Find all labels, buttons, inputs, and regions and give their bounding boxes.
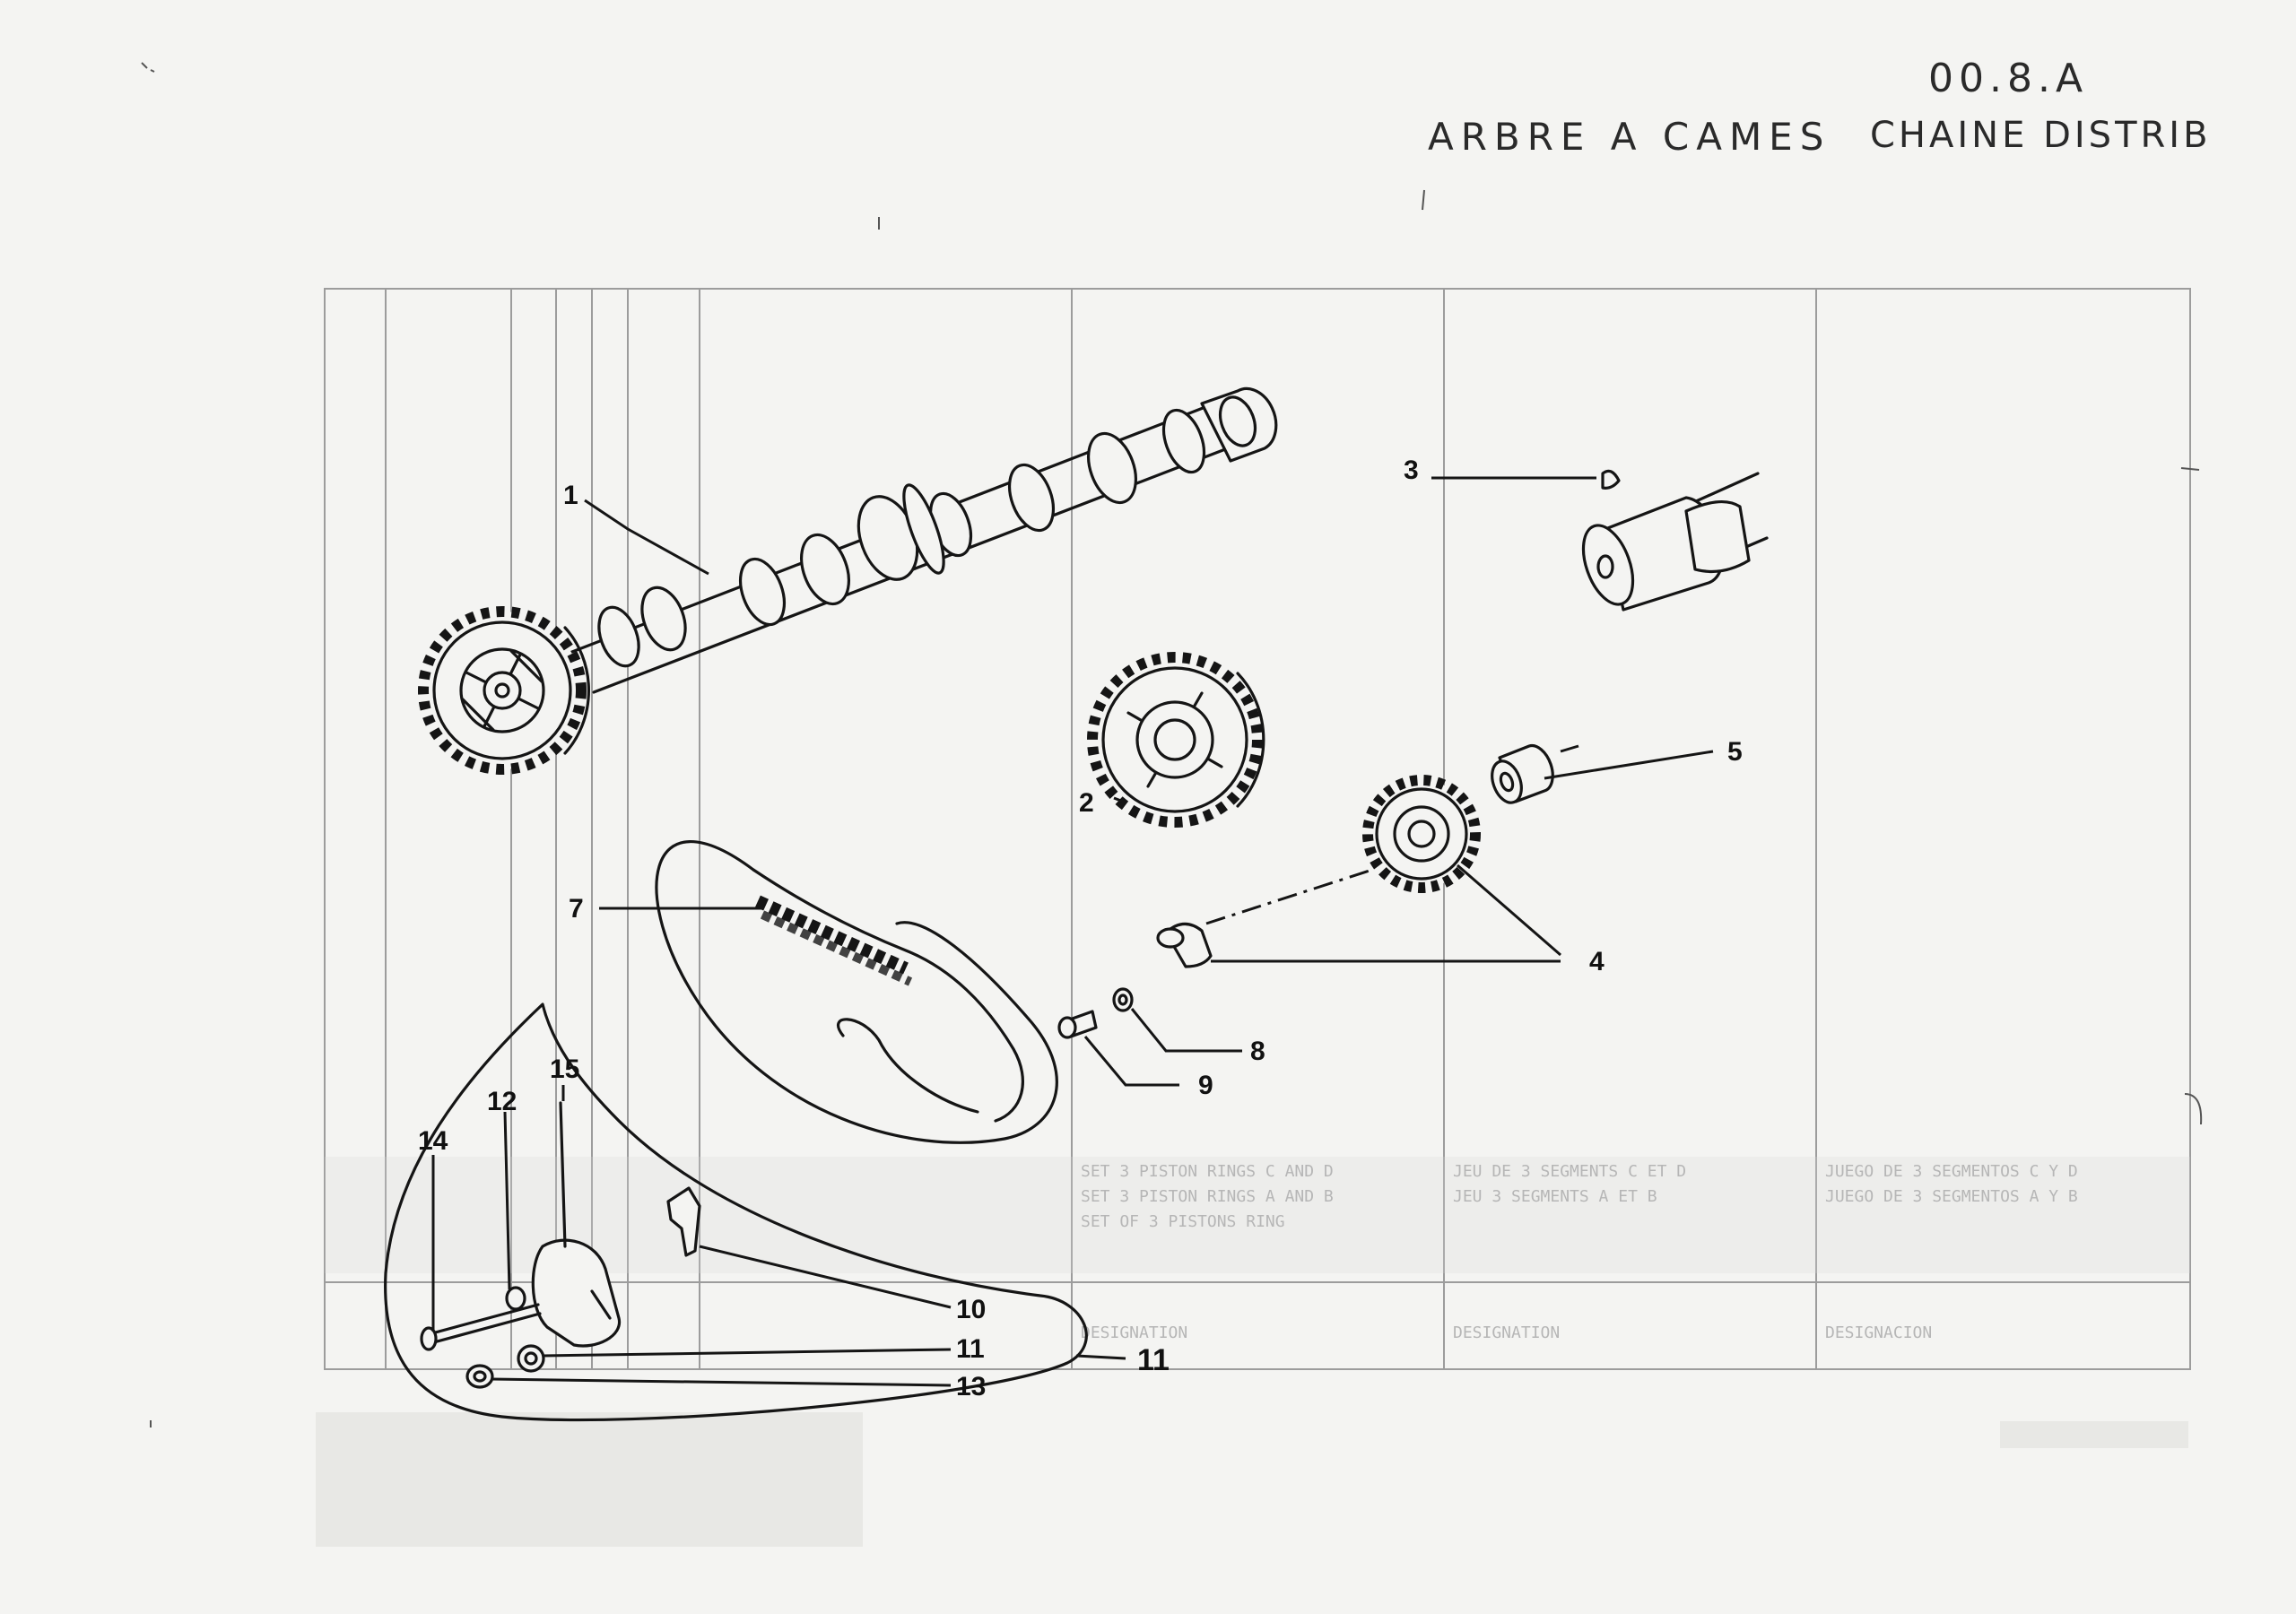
- title-timing-chain: CHAINE DISTRIB: [1870, 115, 2212, 156]
- svg-text:DESIGNACION: DESIGNACION: [1825, 1323, 1932, 1342]
- sprocket-4-assembly: [1156, 775, 1561, 968]
- svg-text:SET 3 PISTON RINGS C AND D: SET 3 PISTON RINGS C AND D: [1081, 1162, 1334, 1181]
- sprocket-2: [1087, 652, 1265, 828]
- callout-11-upper: 12: [487, 1087, 517, 1116]
- callout-15: 11: [1137, 1343, 1170, 1377]
- svg-text:DESIGNATION: DESIGNATION: [1081, 1323, 1187, 1342]
- callout-11-lower: 11: [956, 1334, 985, 1364]
- svg-text:SET 3 PISTON RINGS A AND B: SET 3 PISTON RINGS A AND B: [1081, 1187, 1334, 1206]
- timing-chain: [599, 839, 1058, 1144]
- scan-specks: [141, 62, 2203, 1427]
- svg-text:JUEGO DE 3 SEGMENTOS A Y B: JUEGO DE 3 SEGMENTOS A Y B: [1825, 1187, 2078, 1206]
- callout-5: 5: [1727, 737, 1743, 767]
- callout-9: 7: [569, 894, 584, 924]
- show-through-table: SET 3 PISTON RINGS C AND D SET 3 PISTON …: [316, 288, 2191, 1547]
- callout-13: 13: [956, 1372, 986, 1401]
- callout-12: 14: [418, 1126, 448, 1156]
- callout-1: 1: [563, 481, 578, 510]
- svg-text:DESIGNATION: DESIGNATION: [1453, 1323, 1560, 1342]
- camshaft-assembly: 1: [418, 386, 1278, 775]
- callout-8: 9: [1198, 1071, 1213, 1100]
- bushing-5: [1491, 743, 1714, 804]
- timing-cover-assembly: [384, 1002, 1126, 1422]
- svg-text:JEU DE 3 SEGMENTS C ET D: JEU DE 3 SEGMENTS C ET D: [1453, 1162, 1686, 1181]
- callout-7: 8: [1250, 1037, 1265, 1066]
- callout-10: 10: [956, 1295, 986, 1324]
- washer-and-pin: [1057, 987, 1242, 1087]
- svg-text:SET OF 3 PISTONS RING: SET OF 3 PISTONS RING: [1081, 1212, 1285, 1231]
- callout-14: 15: [550, 1054, 579, 1084]
- svg-text:JUEGO DE 3 SEGMENTOS C Y D: JUEGO DE 3 SEGMENTOS C Y D: [1825, 1162, 2078, 1181]
- page-reference: 00.8.A: [1928, 56, 2089, 101]
- title-camshaft: ARBRE A CAMES: [1428, 115, 1831, 159]
- callout-3: 3: [1404, 456, 1419, 485]
- key-and-shaft-end: [1431, 469, 1769, 612]
- callout-2: 2: [1079, 788, 1094, 818]
- callout-4: 4: [1589, 947, 1605, 976]
- svg-text:JEU 3 SEGMENTS A ET B: JEU 3 SEGMENTS A ET B: [1453, 1187, 1657, 1206]
